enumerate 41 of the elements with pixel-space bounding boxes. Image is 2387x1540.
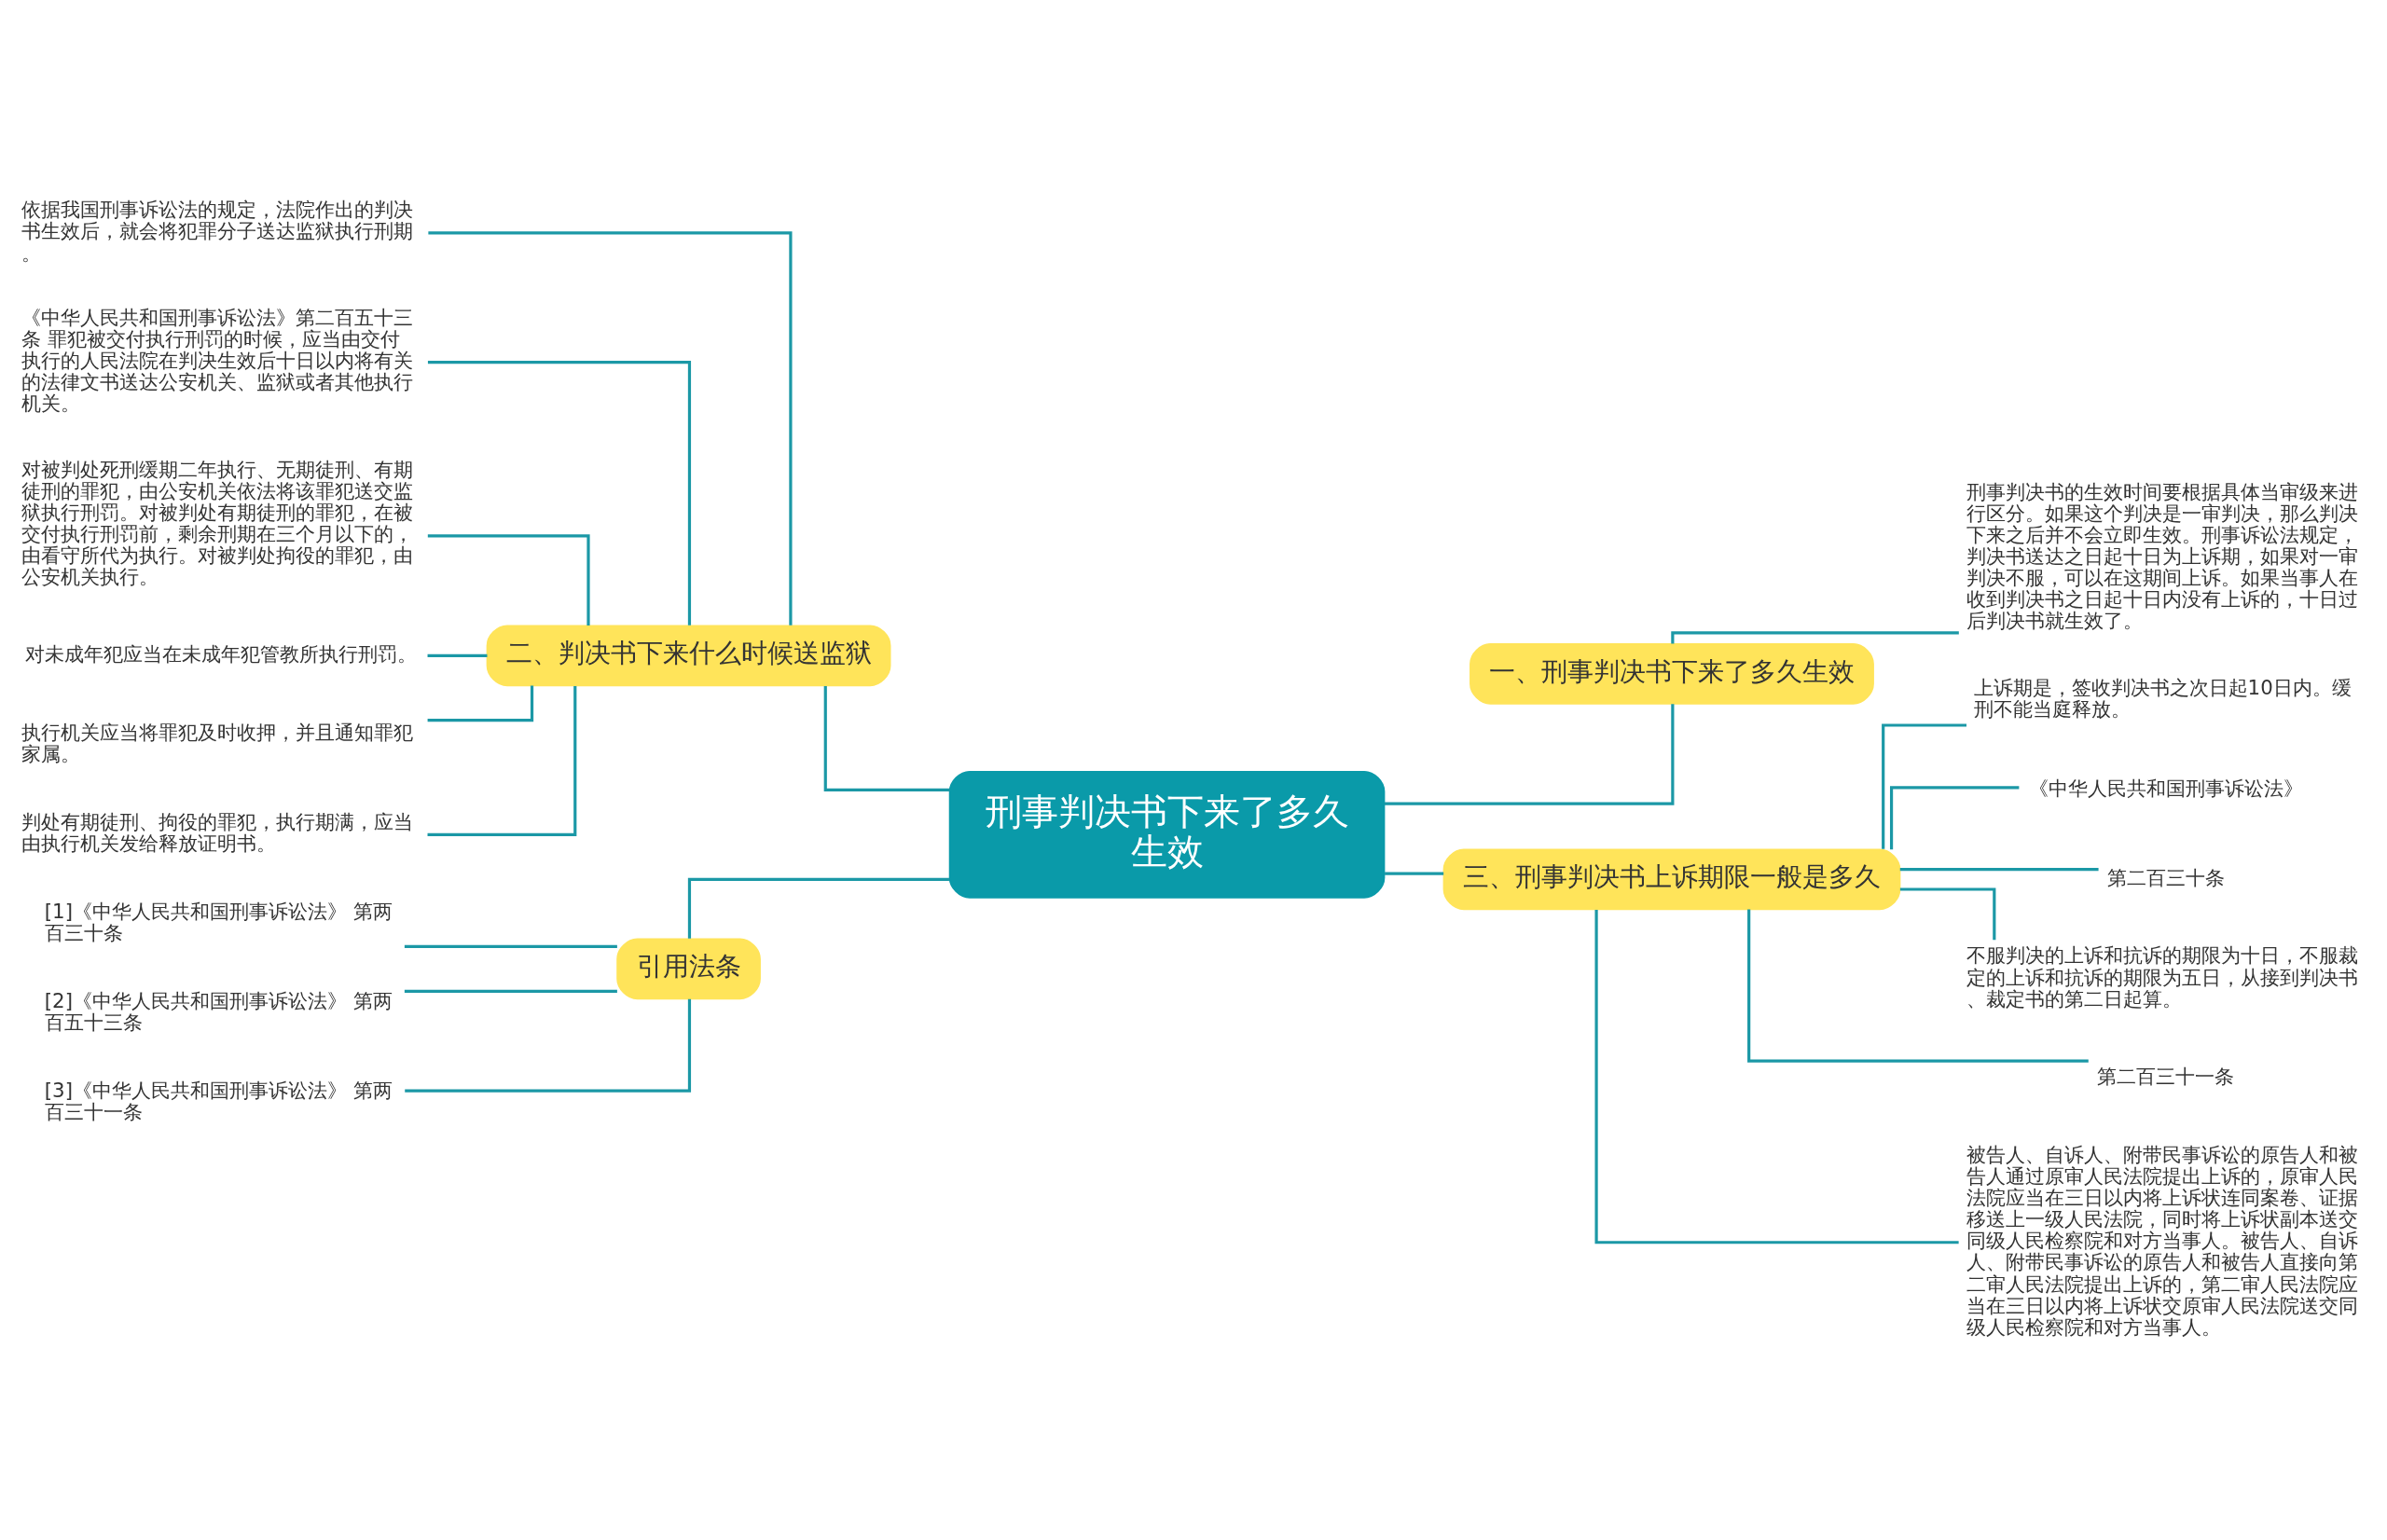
node-box: 刑事判决书下来了多久生效 xyxy=(948,770,1386,899)
node-text: 刑事判决书的生效时间要根据具体当审级来进行区分。如果这个判决是一审判决，那么判决下来之后并不会立即生效。刑事诉讼法规定，判决书送达之日起十日为上诉期，如果对一审判决不服，可以在这期间上诉。如果当事人在收到判决书之日起十日内没有上诉的，十日过后判决书就生效了。 xyxy=(1966,479,2358,633)
connector xyxy=(1671,631,1959,644)
node-text: 判处有期徒刑、拘役的罪犯，执行期满，应当由执行机关发给释放证明书。 xyxy=(21,810,413,856)
connector xyxy=(427,534,590,626)
node-text: 不服判决的上诉和抗诉的期限为十日，不服裁定的上诉和抗诉的期限为五日，从接到判决书、裁定书的第二日起算。 xyxy=(1966,943,2358,1011)
connector xyxy=(427,685,577,836)
connector xyxy=(1899,887,1996,941)
node-text: [1]《中华人民共和国刑事诉讼法》 第两百三十条 xyxy=(44,900,393,945)
node-text: 执行机关应当将罪犯及时收押，并且通知罪犯家属。 xyxy=(21,721,413,766)
connector xyxy=(427,653,488,657)
node-text: 上诉期是，签收判决书之次日起10日内。缓刑不能当庭释放。 xyxy=(1973,676,2352,722)
node-text: [2]《中华人民共和国刑事诉讼法》 第两百五十三条 xyxy=(44,989,393,1035)
connector xyxy=(1594,909,1959,1244)
node-text: 对被判处死刑缓期二年执行、无期徒刑、有期徒刑的罪犯，由公安机关依法将该罪犯送交监狱执行刑罚。对被判处有期徒刑的罪犯，在被交付执行刑罚前，剩余刑期在三个月以下的，由看守所代为执行。对被判处拘役的罪犯，由公安机关执行。 xyxy=(21,457,413,589)
connector xyxy=(405,998,692,1093)
connector xyxy=(823,686,950,791)
connector xyxy=(404,944,617,948)
node-text: 对未成年犯应当在未成年犯管教所执行刑罚。 xyxy=(25,641,418,666)
node-box: 二、判决书下来什么时候送监狱 xyxy=(486,625,891,687)
connector xyxy=(427,685,534,722)
connector xyxy=(404,989,617,993)
connector xyxy=(1882,723,1966,849)
node-text: 《中华人民共和国刑事诉讼法》 xyxy=(2028,776,2303,800)
connector xyxy=(1747,909,2089,1063)
node-box: 三、刑事判决书上诉期限一般是多久 xyxy=(1442,848,1901,911)
node-text: [3]《中华人民共和国刑事诉讼法》 第两百三十一条 xyxy=(44,1079,393,1124)
node-text: 《中华人民共和国刑事诉讼法》第二百五十三条 罪犯被交付执行刑罚的时候，应当由交付执行的人民法院在判决生效后十日以内将有关的法律文书送达公安机关、监狱或者其他执行机关。 xyxy=(21,305,413,416)
node-text: 第二百三十一条 xyxy=(2097,1065,2235,1089)
node-text: 被告人、自诉人、附带民事诉讼的原告人和被告人通过原审人民法院提出上诉的，原审人民法院应当在三日以内将上诉状连同案卷、证据移送上一级人民法院，同时将上诉状副本送交同级人民检察院和对方当事人。被告人、自诉人、附带民事诉讼的原告人和被告人直接向第二审人民法院提出上诉的，第二审人民法院应当在三日以内将上诉状交原审人民法院送交同级人民检察院和对方当事人。 xyxy=(1966,1142,2358,1339)
node-box: 引用法条 xyxy=(616,938,761,1000)
node-box: 一、刑事判决书下来了多久生效 xyxy=(1469,642,1874,705)
connector xyxy=(1385,872,1444,875)
connector xyxy=(1384,704,1675,805)
connector xyxy=(1890,786,2020,850)
node-text: 依据我国刑事诉讼法的规定，法院作出的判决书生效后，就会将犯罪分子送达监狱执行刑期。 xyxy=(21,198,413,265)
connector xyxy=(427,361,692,626)
connector xyxy=(1899,868,2099,872)
connector xyxy=(687,877,949,939)
node-text: 第二百三十条 xyxy=(2106,865,2225,889)
connector xyxy=(428,231,793,626)
